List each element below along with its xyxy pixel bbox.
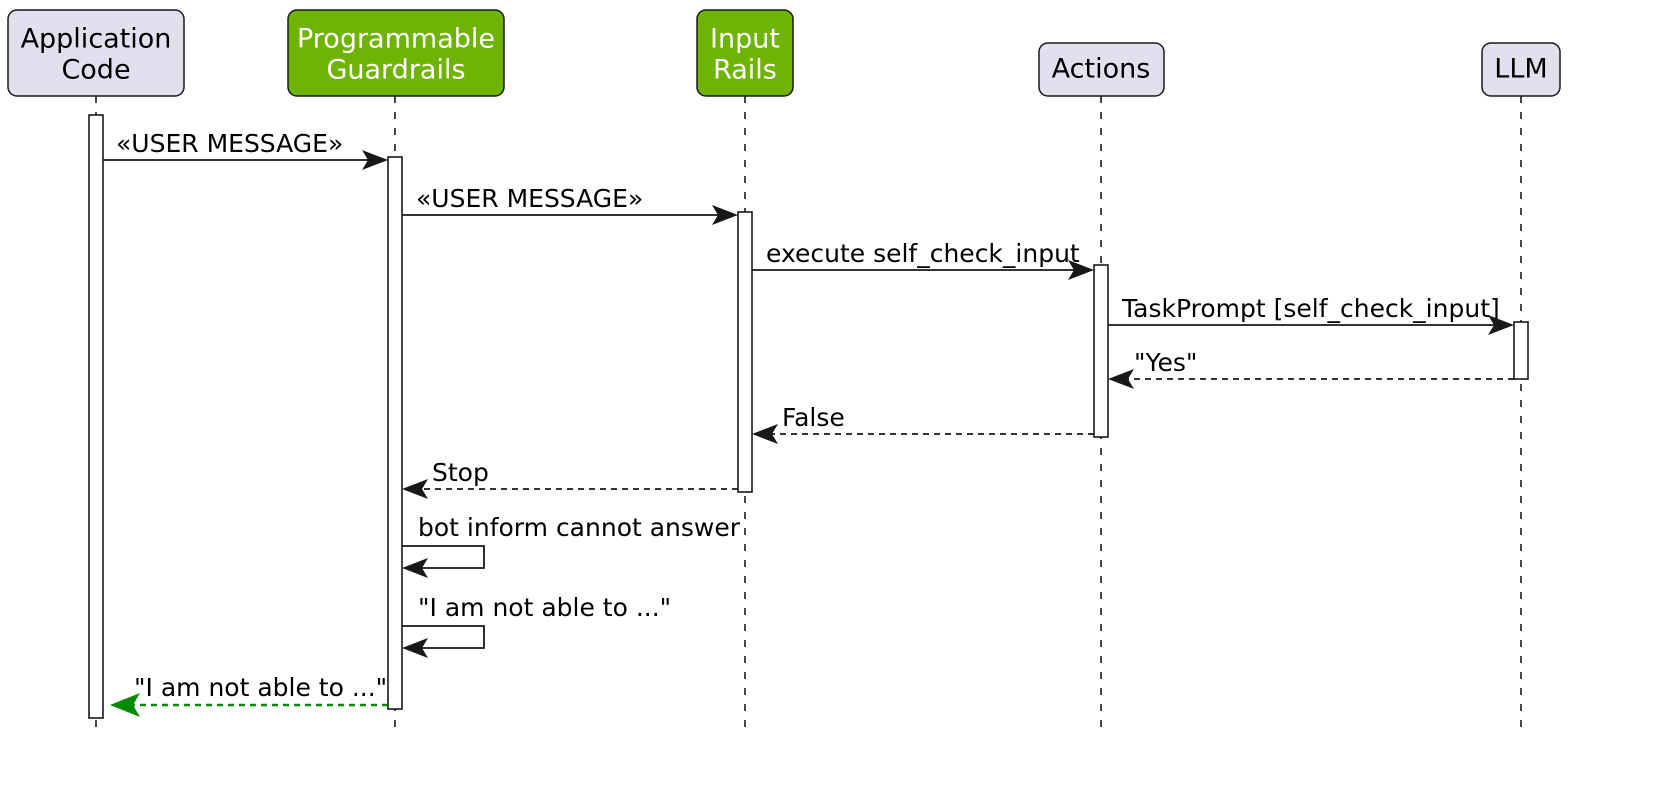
message-1-label: «USER MESSAGE» xyxy=(116,129,343,158)
message-2[interactable]: «USER MESSAGE» xyxy=(402,184,738,225)
participant-label-app-line2: Code xyxy=(61,55,130,86)
participant-label-app-line1: Application xyxy=(21,24,172,55)
participant-rails[interactable]: Input Rails xyxy=(696,9,794,97)
message-3-label: execute self_check_input xyxy=(766,239,1080,268)
participant-app[interactable]: Application Code xyxy=(7,9,185,97)
message-4[interactable]: TaskPrompt [self_check_input] xyxy=(1108,294,1514,335)
participant-box-rails[interactable] xyxy=(696,9,794,97)
participant-label-llm: LLM xyxy=(1494,54,1547,85)
activation-bars xyxy=(88,114,1529,719)
participant-label-rails-line1: Input xyxy=(710,24,780,55)
message-7-label: Stop xyxy=(432,458,489,487)
message-4-arrowhead-icon xyxy=(1488,315,1514,335)
participant-label-rails-line2: Rails xyxy=(713,55,777,86)
message-8[interactable]: bot inform cannot answer xyxy=(402,513,741,578)
message-5[interactable]: "Yes" xyxy=(1108,348,1514,389)
message-5-label: "Yes" xyxy=(1134,348,1197,377)
message-9-label: "I am not able to ..." xyxy=(418,593,671,622)
message-8-line xyxy=(402,545,485,569)
message-9-arrowhead-icon xyxy=(402,638,428,658)
participant-guardrails[interactable]: Programmable Guardrails xyxy=(287,9,505,97)
activation-bar-app xyxy=(88,114,104,719)
participant-label-guardrails-line1: Programmable xyxy=(297,24,495,55)
participant-label-actions: Actions xyxy=(1052,54,1151,85)
message-3[interactable]: execute self_check_input xyxy=(752,239,1094,280)
activation-bar-rails xyxy=(737,211,753,493)
participant-llm[interactable]: LLM xyxy=(1481,42,1561,97)
activation-bar-guardrails xyxy=(387,156,403,710)
message-10-label: "I am not able to ..." xyxy=(134,673,387,702)
activation-bar-actions xyxy=(1093,264,1109,438)
message-10[interactable]: "I am not able to ..." xyxy=(110,673,388,717)
message-6-label: False xyxy=(782,403,845,432)
message-3-arrowhead-icon xyxy=(1068,260,1094,280)
participant-label-guardrails-line2: Guardrails xyxy=(326,55,465,86)
message-2-arrowhead-icon xyxy=(712,205,738,225)
message-7[interactable]: Stop xyxy=(402,458,738,499)
message-6-arrowhead-icon xyxy=(752,424,778,444)
message-1-arrowhead-icon xyxy=(362,150,388,170)
participant-box-app[interactable] xyxy=(7,9,185,97)
message-9-line xyxy=(402,625,485,649)
message-2-label: «USER MESSAGE» xyxy=(416,184,643,213)
message-10-arrowhead-icon xyxy=(110,693,140,717)
message-7-arrowhead-icon xyxy=(402,479,428,499)
message-5-arrowhead-icon xyxy=(1108,369,1134,389)
message-8-label: bot inform cannot answer xyxy=(418,513,741,542)
message-4-label: TaskPrompt [self_check_input] xyxy=(1121,294,1500,323)
participant-box-llm[interactable] xyxy=(1481,42,1561,97)
message-9[interactable]: "I am not able to ..." xyxy=(402,593,671,658)
message-8-arrowhead-icon xyxy=(402,558,428,578)
message-1[interactable]: «USER MESSAGE» xyxy=(103,129,388,170)
message-6[interactable]: False xyxy=(752,403,1094,444)
participant-box-guardrails[interactable] xyxy=(287,9,505,97)
participant-actions[interactable]: Actions xyxy=(1038,42,1165,97)
activation-bar-llm xyxy=(1513,321,1529,380)
participant-box-actions[interactable] xyxy=(1038,42,1165,97)
